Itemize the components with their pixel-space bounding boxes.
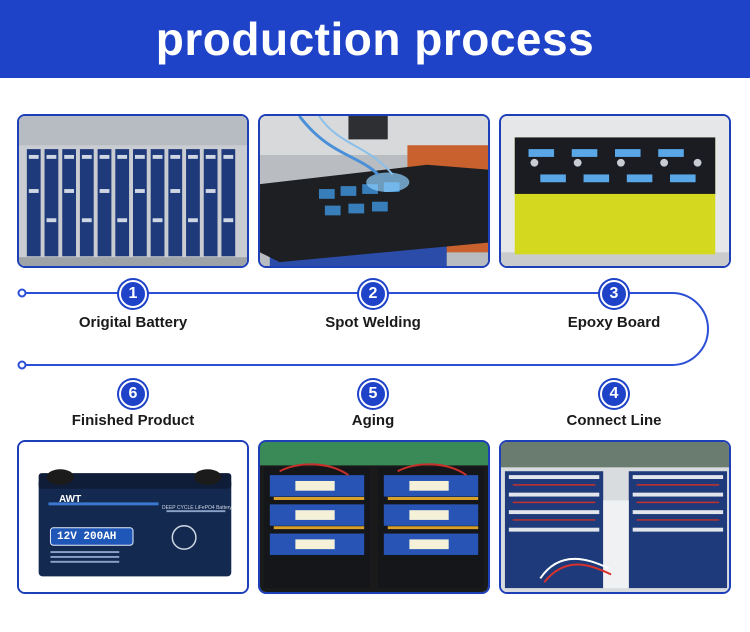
photo-original-battery	[17, 114, 249, 268]
photo-spot-welding	[258, 114, 490, 268]
header-banner: production process	[0, 0, 750, 78]
aging-test-image	[260, 442, 488, 592]
welding-machine-image	[260, 116, 488, 266]
step-label-4: Connect Line	[566, 412, 662, 429]
photo-epoxy-board	[499, 114, 731, 268]
step-badge-6: 6	[119, 380, 147, 408]
step-label-3: Epoxy Board	[567, 314, 661, 331]
step-badge-4: 4	[600, 380, 628, 408]
connected-modules-image	[501, 442, 729, 592]
step-label-2: Spot Welding	[325, 314, 421, 331]
step-badge-5: 5	[359, 380, 387, 408]
finished-battery-image	[19, 442, 247, 592]
step-label-6: Finished Product	[71, 412, 195, 429]
product-brand: AWT	[59, 494, 82, 505]
photo-finished-product: AWT 12V 200AH DEEP CYCLE LiFePO4 Battery	[17, 440, 249, 594]
photo-connect-line	[499, 440, 731, 594]
step-label-5: Aging	[351, 412, 395, 429]
step-badge-3: 3	[600, 280, 628, 308]
step-badge-2: 2	[359, 280, 387, 308]
product-rating: 12V 200AH	[57, 531, 117, 543]
product-subtitle: DEEP CYCLE LiFePO4 Battery	[162, 505, 232, 511]
step-label-1: Origital Battery	[78, 314, 188, 331]
photo-aging	[258, 440, 490, 594]
step-badge-1: 1	[119, 280, 147, 308]
epoxy-board-image	[501, 116, 729, 266]
page-title: production process	[155, 13, 595, 65]
battery-cells-image	[19, 116, 247, 266]
